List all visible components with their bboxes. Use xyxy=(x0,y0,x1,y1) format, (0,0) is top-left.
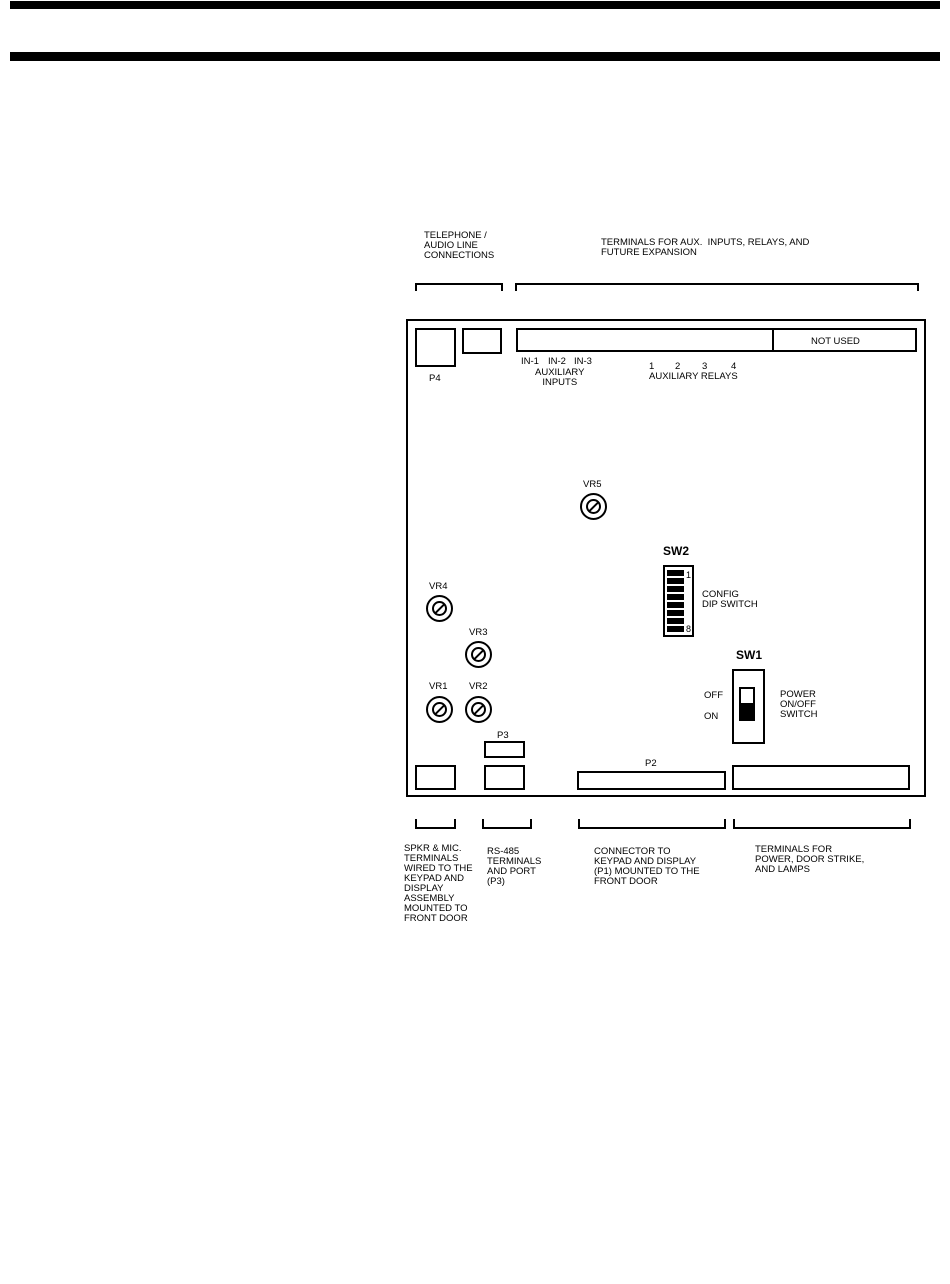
p4-label: P4 xyxy=(429,373,441,384)
aux-terminal-strip xyxy=(516,328,917,352)
p2-connector xyxy=(577,771,726,790)
vr4-potentiometer-icon[interactable] xyxy=(426,595,453,622)
relay-1-label: 1 xyxy=(649,361,655,372)
not-used-label: NOT USED xyxy=(811,336,860,347)
p3-label: P3 xyxy=(497,730,509,741)
aux-inputs-label: AUXILIARY INPUTS xyxy=(535,367,585,388)
vr1-label: VR1 xyxy=(429,681,448,692)
in1-label: IN-1 xyxy=(521,356,539,367)
spkr-mic-description: SPKR & MIC. TERMINALS WIRED TO THE KEYPA… xyxy=(404,843,473,924)
header-rule-bottom xyxy=(10,52,940,61)
vr3-label: VR3 xyxy=(469,627,488,638)
vr2-potentiometer-icon[interactable] xyxy=(465,696,492,723)
sw2-label: SW2 xyxy=(663,544,690,558)
dip-8-label: 8 xyxy=(686,624,692,634)
relay-2-label: 2 xyxy=(675,361,681,372)
rs485-terminals xyxy=(484,765,525,790)
power-terminals-description: TERMINALS FOR POWER, DOOR STRIKE, AND LA… xyxy=(755,844,865,875)
relay-3-label: 3 xyxy=(702,361,708,372)
p2-label: P2 xyxy=(645,758,657,769)
sw2-dip-switch[interactable] xyxy=(663,565,694,637)
spkr-mic-terminals xyxy=(415,765,456,790)
p3-connector xyxy=(484,741,525,758)
p4-connector xyxy=(415,328,456,367)
audio-line-connector xyxy=(462,328,502,354)
power-terminal-strip xyxy=(732,765,910,790)
on-label: ON xyxy=(704,711,719,722)
vr5-label: VR5 xyxy=(583,479,602,490)
rs485-description: RS-485 TERMINALS AND PORT (P3) xyxy=(487,846,542,887)
config-dip-label: CONFIG DIP SWITCH xyxy=(702,589,758,610)
in2-label: IN-2 xyxy=(548,356,566,367)
vr4-label: VR4 xyxy=(429,581,448,592)
not-used-divider xyxy=(772,328,774,352)
vr2-label: VR2 xyxy=(469,681,488,692)
vr1-potentiometer-icon[interactable] xyxy=(426,696,453,723)
in3-label: IN-3 xyxy=(574,356,592,367)
sw1-label: SW1 xyxy=(736,648,763,662)
aux-relays-label: AUXILIARY RELAYS xyxy=(649,371,738,382)
off-label: OFF xyxy=(704,690,723,701)
vr5-potentiometer-icon[interactable] xyxy=(580,493,607,520)
circuit-board xyxy=(406,319,926,797)
telephone-label: TELEPHONE / AUDIO LINE CONNECTIONS xyxy=(424,230,495,261)
sw1-power-toggle[interactable] xyxy=(739,687,755,721)
dip-1-label: 1 xyxy=(686,570,692,580)
terminals-aux-label: TERMINALS FOR AUX. INPUTS, RELAYS, AND F… xyxy=(601,237,810,258)
power-switch-label: POWER ON/OFF SWITCH xyxy=(780,689,818,720)
header-rule-top xyxy=(10,1,940,9)
vr3-potentiometer-icon[interactable] xyxy=(465,641,492,668)
connector-description: CONNECTOR TO KEYPAD AND DISPLAY (P1) MOU… xyxy=(594,846,700,887)
relay-4-label: 4 xyxy=(731,361,737,372)
